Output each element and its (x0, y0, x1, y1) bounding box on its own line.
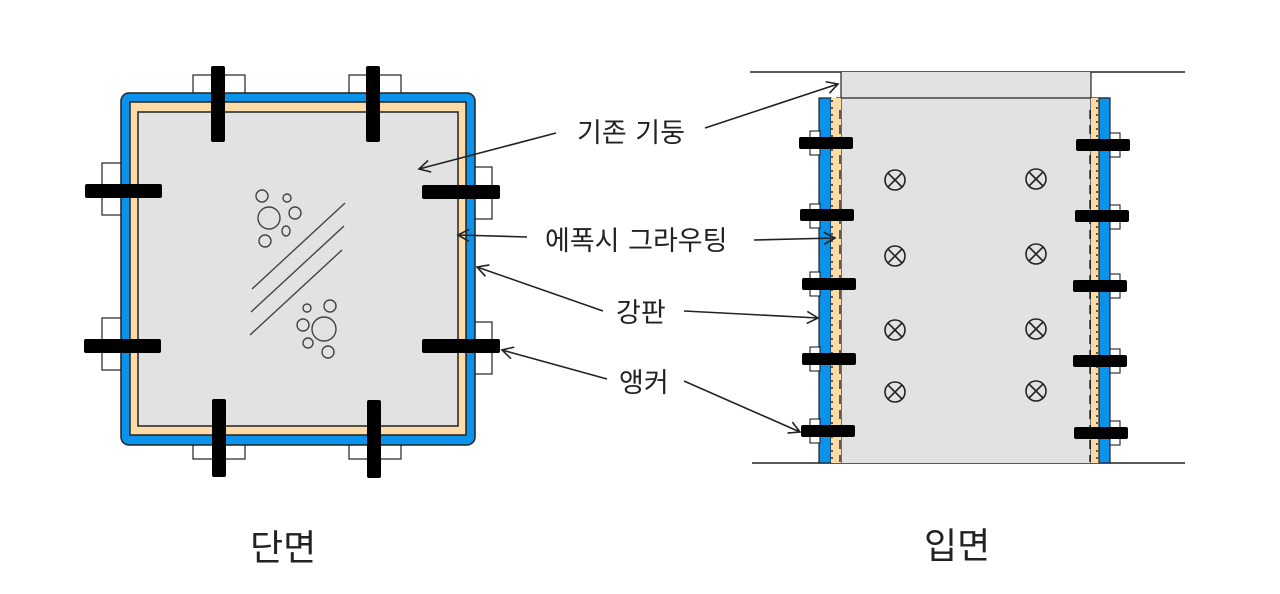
anchor (1073, 355, 1127, 367)
circled-x-icon (884, 169, 906, 191)
anchor (1076, 139, 1130, 151)
elevation-view (750, 71, 1185, 464)
label-steel-plate: 강판 (616, 298, 666, 329)
anchor (367, 400, 381, 478)
anchor (422, 185, 500, 199)
circled-x-icon (884, 381, 906, 403)
anchor (211, 66, 225, 142)
anchor (802, 353, 856, 365)
circled-x-icon (884, 245, 906, 267)
caption-section: 단면 (250, 528, 316, 569)
label-existing-column: 기존 기둥 (577, 118, 685, 149)
anchor (422, 339, 500, 353)
arrow-steel-plate-right (683, 310, 820, 325)
arrow-existing-column-right (704, 80, 840, 129)
circled-x-icon (1025, 168, 1047, 190)
anchor (1075, 210, 1129, 222)
caption-elevation: 입면 (924, 526, 990, 567)
anchor (366, 66, 380, 142)
section-anchors (84, 66, 500, 478)
section-view (84, 66, 500, 478)
anchor (85, 184, 162, 198)
arrow-anchor-left (500, 346, 608, 380)
anchor (802, 278, 856, 290)
circled-x-icon (1025, 318, 1047, 340)
concrete-hatch-icon (249, 189, 346, 359)
label-epoxy-grouting: 에폭시 그라우팅 (545, 226, 727, 257)
anchor (84, 339, 161, 353)
arrow-epoxy-right (753, 231, 837, 245)
arrow-epoxy-left (456, 228, 528, 243)
anchor (799, 137, 853, 149)
circled-x-icon (1025, 243, 1047, 265)
anchor (1074, 427, 1128, 439)
anchor (800, 209, 854, 221)
anchor (801, 425, 855, 437)
arrow-steel-plate-left (475, 264, 604, 312)
anchor (212, 399, 226, 477)
arrow-anchor-right (683, 380, 802, 434)
elevation-existing-column (841, 72, 1091, 463)
anchor-hole-symbols (884, 168, 1047, 403)
circled-x-icon (884, 319, 906, 341)
arrow-existing-column-left (417, 132, 557, 173)
anchor (1073, 280, 1127, 292)
circled-x-icon (1025, 380, 1047, 402)
leader-arrows (417, 80, 840, 434)
label-anchor: 앵커 (619, 368, 669, 399)
